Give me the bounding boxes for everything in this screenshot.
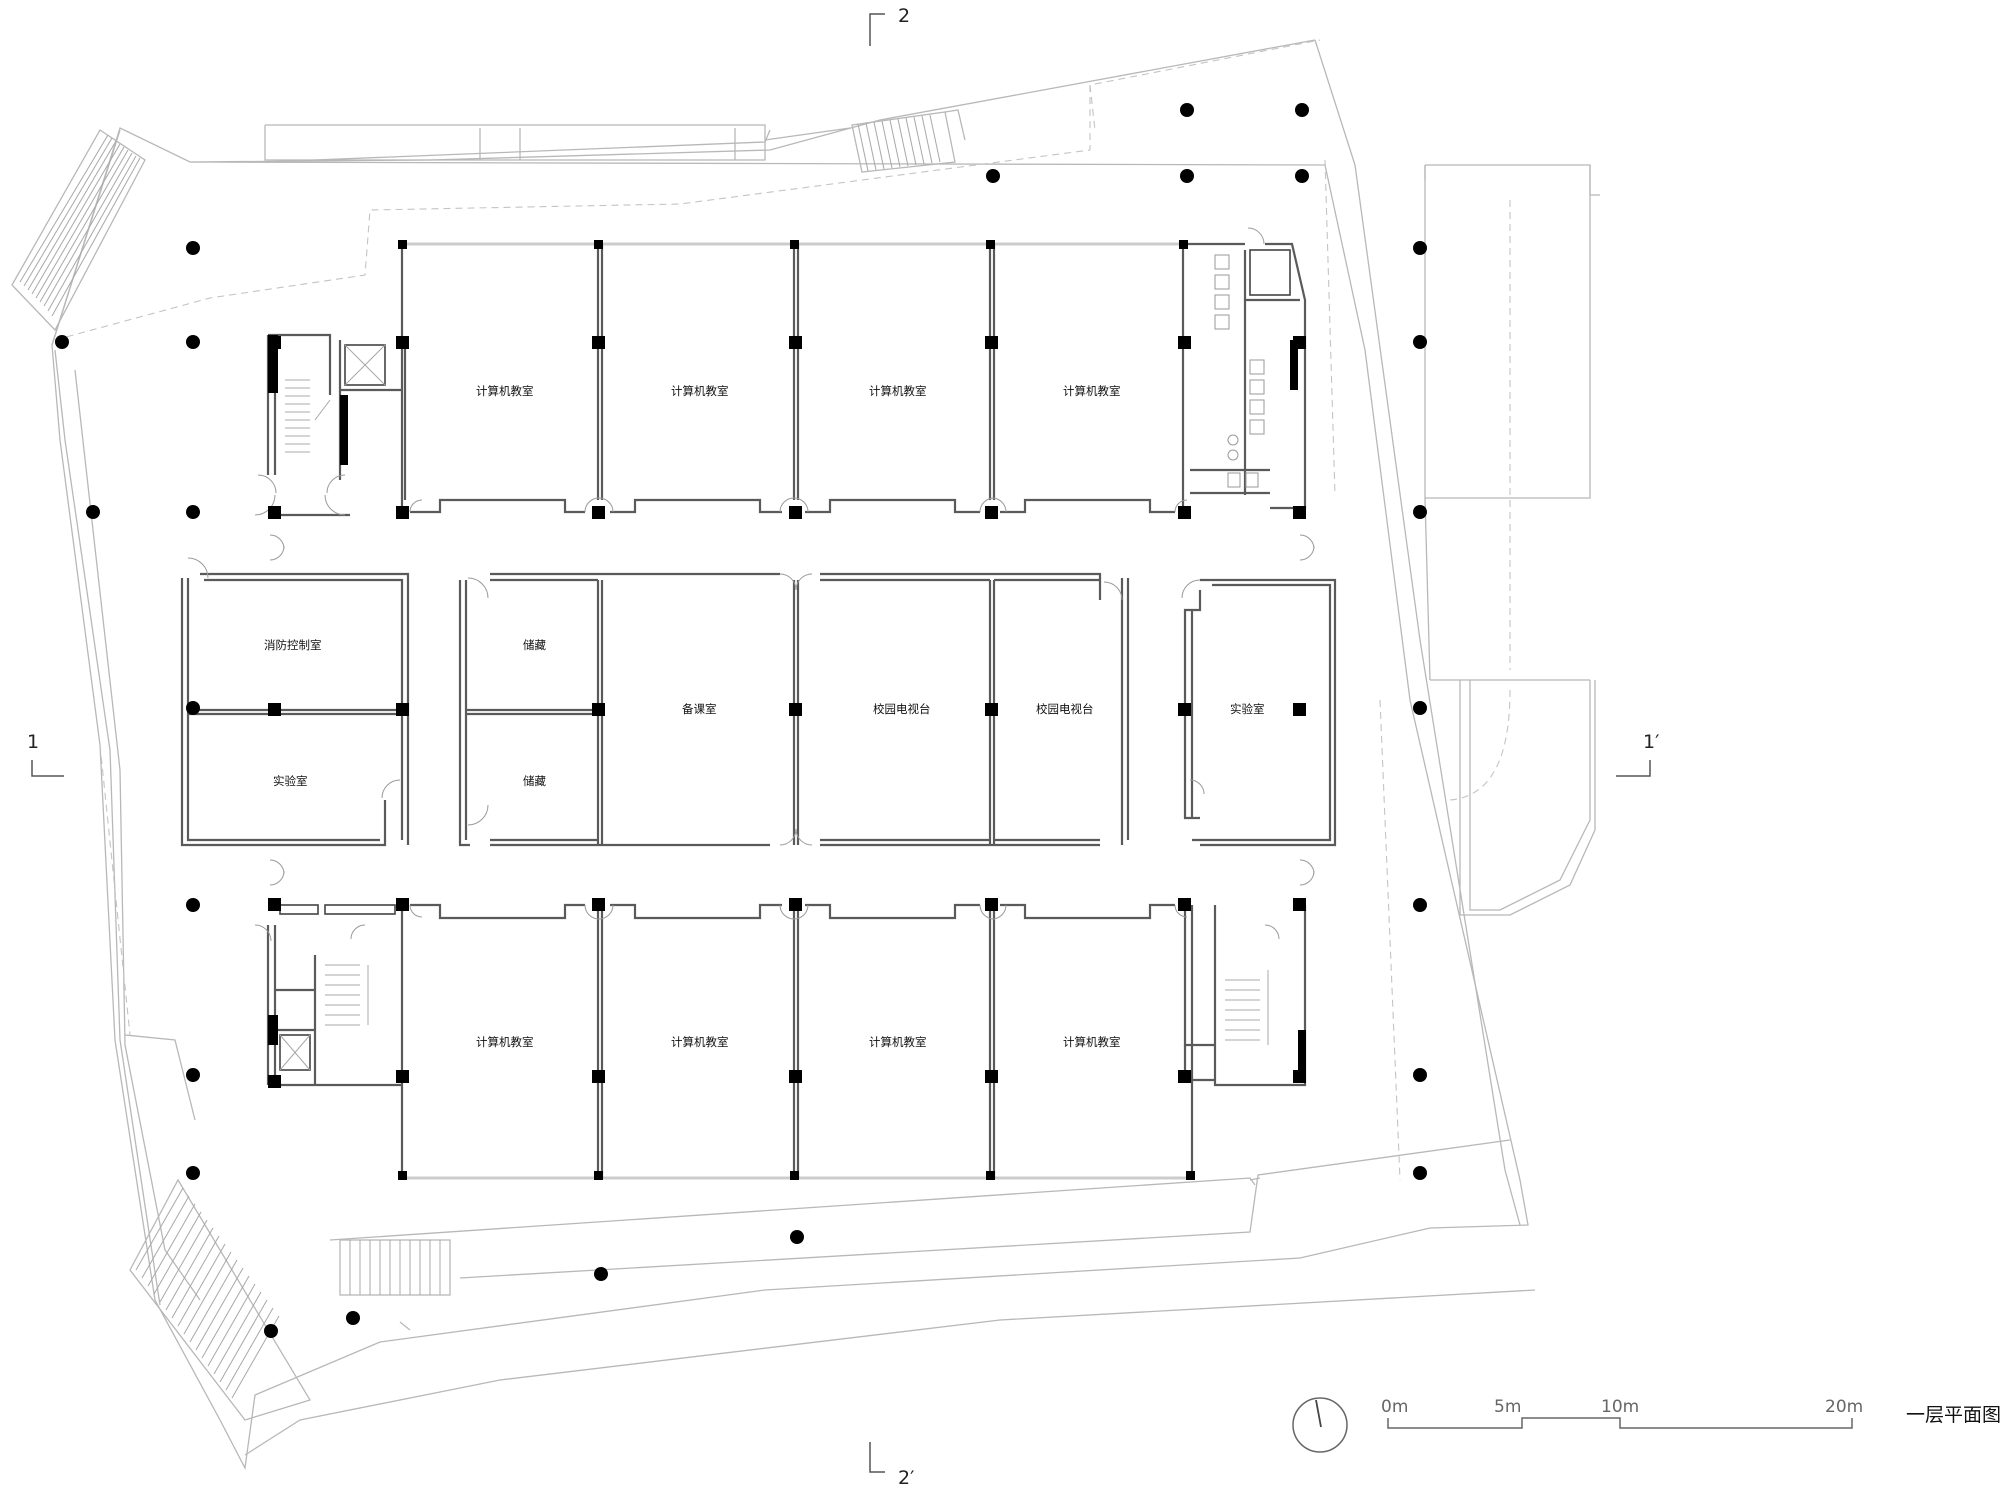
- scale-label-10m: 10m: [1601, 1397, 1639, 1417]
- room-label-computer-top-1: 计算机教室: [476, 384, 534, 398]
- exterior-stair-s: [339, 1239, 451, 1296]
- section-marker-right: 1′: [1616, 731, 1659, 777]
- room-label-storage-1: 储藏: [523, 638, 546, 652]
- building-walls: [180, 242, 1337, 1180]
- scale-bar-icon: 0m 5m 10m 20m: [1381, 1397, 1863, 1429]
- room-label-computer-bottom-3: 计算机教室: [869, 1035, 927, 1049]
- room-label-computer-top-4: 计算机教室: [1063, 384, 1121, 398]
- section-label-top: 2: [898, 5, 910, 27]
- round-columns: [55, 103, 1427, 1338]
- room-label-campus-tv-1: 校园电视台: [873, 702, 931, 716]
- room-label-fire-control: 消防控制室: [264, 638, 322, 652]
- room-label-prep-room: 备课室: [682, 702, 717, 716]
- scale-label-5m: 5m: [1494, 1397, 1521, 1417]
- north-arrow-icon: [1292, 1397, 1348, 1453]
- section-marker-top: 2: [869, 5, 910, 46]
- section-label-right: 1′: [1643, 731, 1659, 753]
- exterior-stair-n: [851, 109, 966, 173]
- scale-label-0m: 0m: [1381, 1397, 1408, 1417]
- scale-label-20m: 20m: [1825, 1397, 1863, 1417]
- drawing-title: 一层平面图: [1906, 1404, 2000, 1426]
- door-swings: [187, 227, 1315, 942]
- structural-columns: [268, 240, 1306, 1180]
- room-labels: 计算机教室 计算机教室 计算机教室 计算机教室 消防控制室 实验室 储藏 储藏 …: [264, 384, 1265, 1049]
- section-marker-bottom: 2′: [869, 1442, 914, 1489]
- room-label-computer-top-2: 计算机教室: [671, 384, 729, 398]
- room-label-computer-bottom-1: 计算机教室: [476, 1035, 534, 1049]
- room-label-computer-top-3: 计算机教室: [869, 384, 927, 398]
- room-label-lab-right: 实验室: [1230, 702, 1265, 716]
- section-label-left: 1: [27, 731, 39, 753]
- exterior-stair-sw: [129, 1178, 311, 1421]
- exterior-stair-nw: [11, 129, 146, 332]
- section-label-bottom: 2′: [898, 1467, 914, 1489]
- room-label-computer-bottom-2: 计算机教室: [671, 1035, 729, 1049]
- room-label-campus-tv-2: 校园电视台: [1036, 702, 1094, 716]
- room-label-storage-2: 储藏: [523, 774, 546, 788]
- section-marker-left: 1: [27, 731, 64, 777]
- room-label-lab-left: 实验室: [273, 774, 308, 788]
- room-label-computer-bottom-4: 计算机教室: [1063, 1035, 1121, 1049]
- site-outline: [51, 39, 1600, 1471]
